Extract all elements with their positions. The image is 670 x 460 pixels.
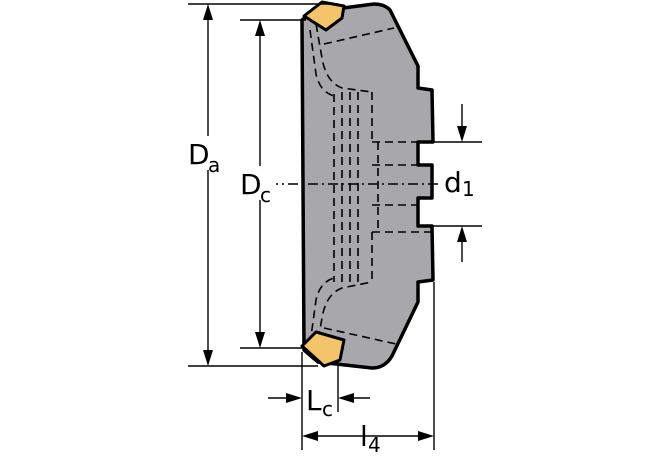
dimension-l4 xyxy=(301,282,435,450)
dimension-lc xyxy=(268,352,370,412)
dimension-d1 xyxy=(432,104,482,262)
label-l4: l 4 xyxy=(360,420,381,457)
dimension-da xyxy=(188,3,338,367)
label-da-main: D xyxy=(188,138,210,171)
label-lc-main: L xyxy=(306,384,322,417)
label-d1-sub: 1 xyxy=(462,177,475,201)
cutter-body xyxy=(268,2,440,370)
cutter-body-outline xyxy=(300,2,435,370)
label-d1: d 1 xyxy=(444,166,475,201)
label-da-sub: a xyxy=(208,153,220,177)
label-dc-sub: c xyxy=(260,183,271,207)
label-d1-main: d xyxy=(444,166,462,199)
bottom-insert xyxy=(300,330,346,368)
label-dc: D c xyxy=(238,166,276,207)
label-l4-sub: 4 xyxy=(368,433,381,457)
label-lc: L c xyxy=(306,384,333,421)
label-dc-main: D xyxy=(240,168,262,201)
label-lc-sub: c xyxy=(322,397,333,421)
label-l4-main: l xyxy=(360,420,368,453)
hidden-lines xyxy=(309,23,432,353)
label-da: D a xyxy=(186,136,226,177)
